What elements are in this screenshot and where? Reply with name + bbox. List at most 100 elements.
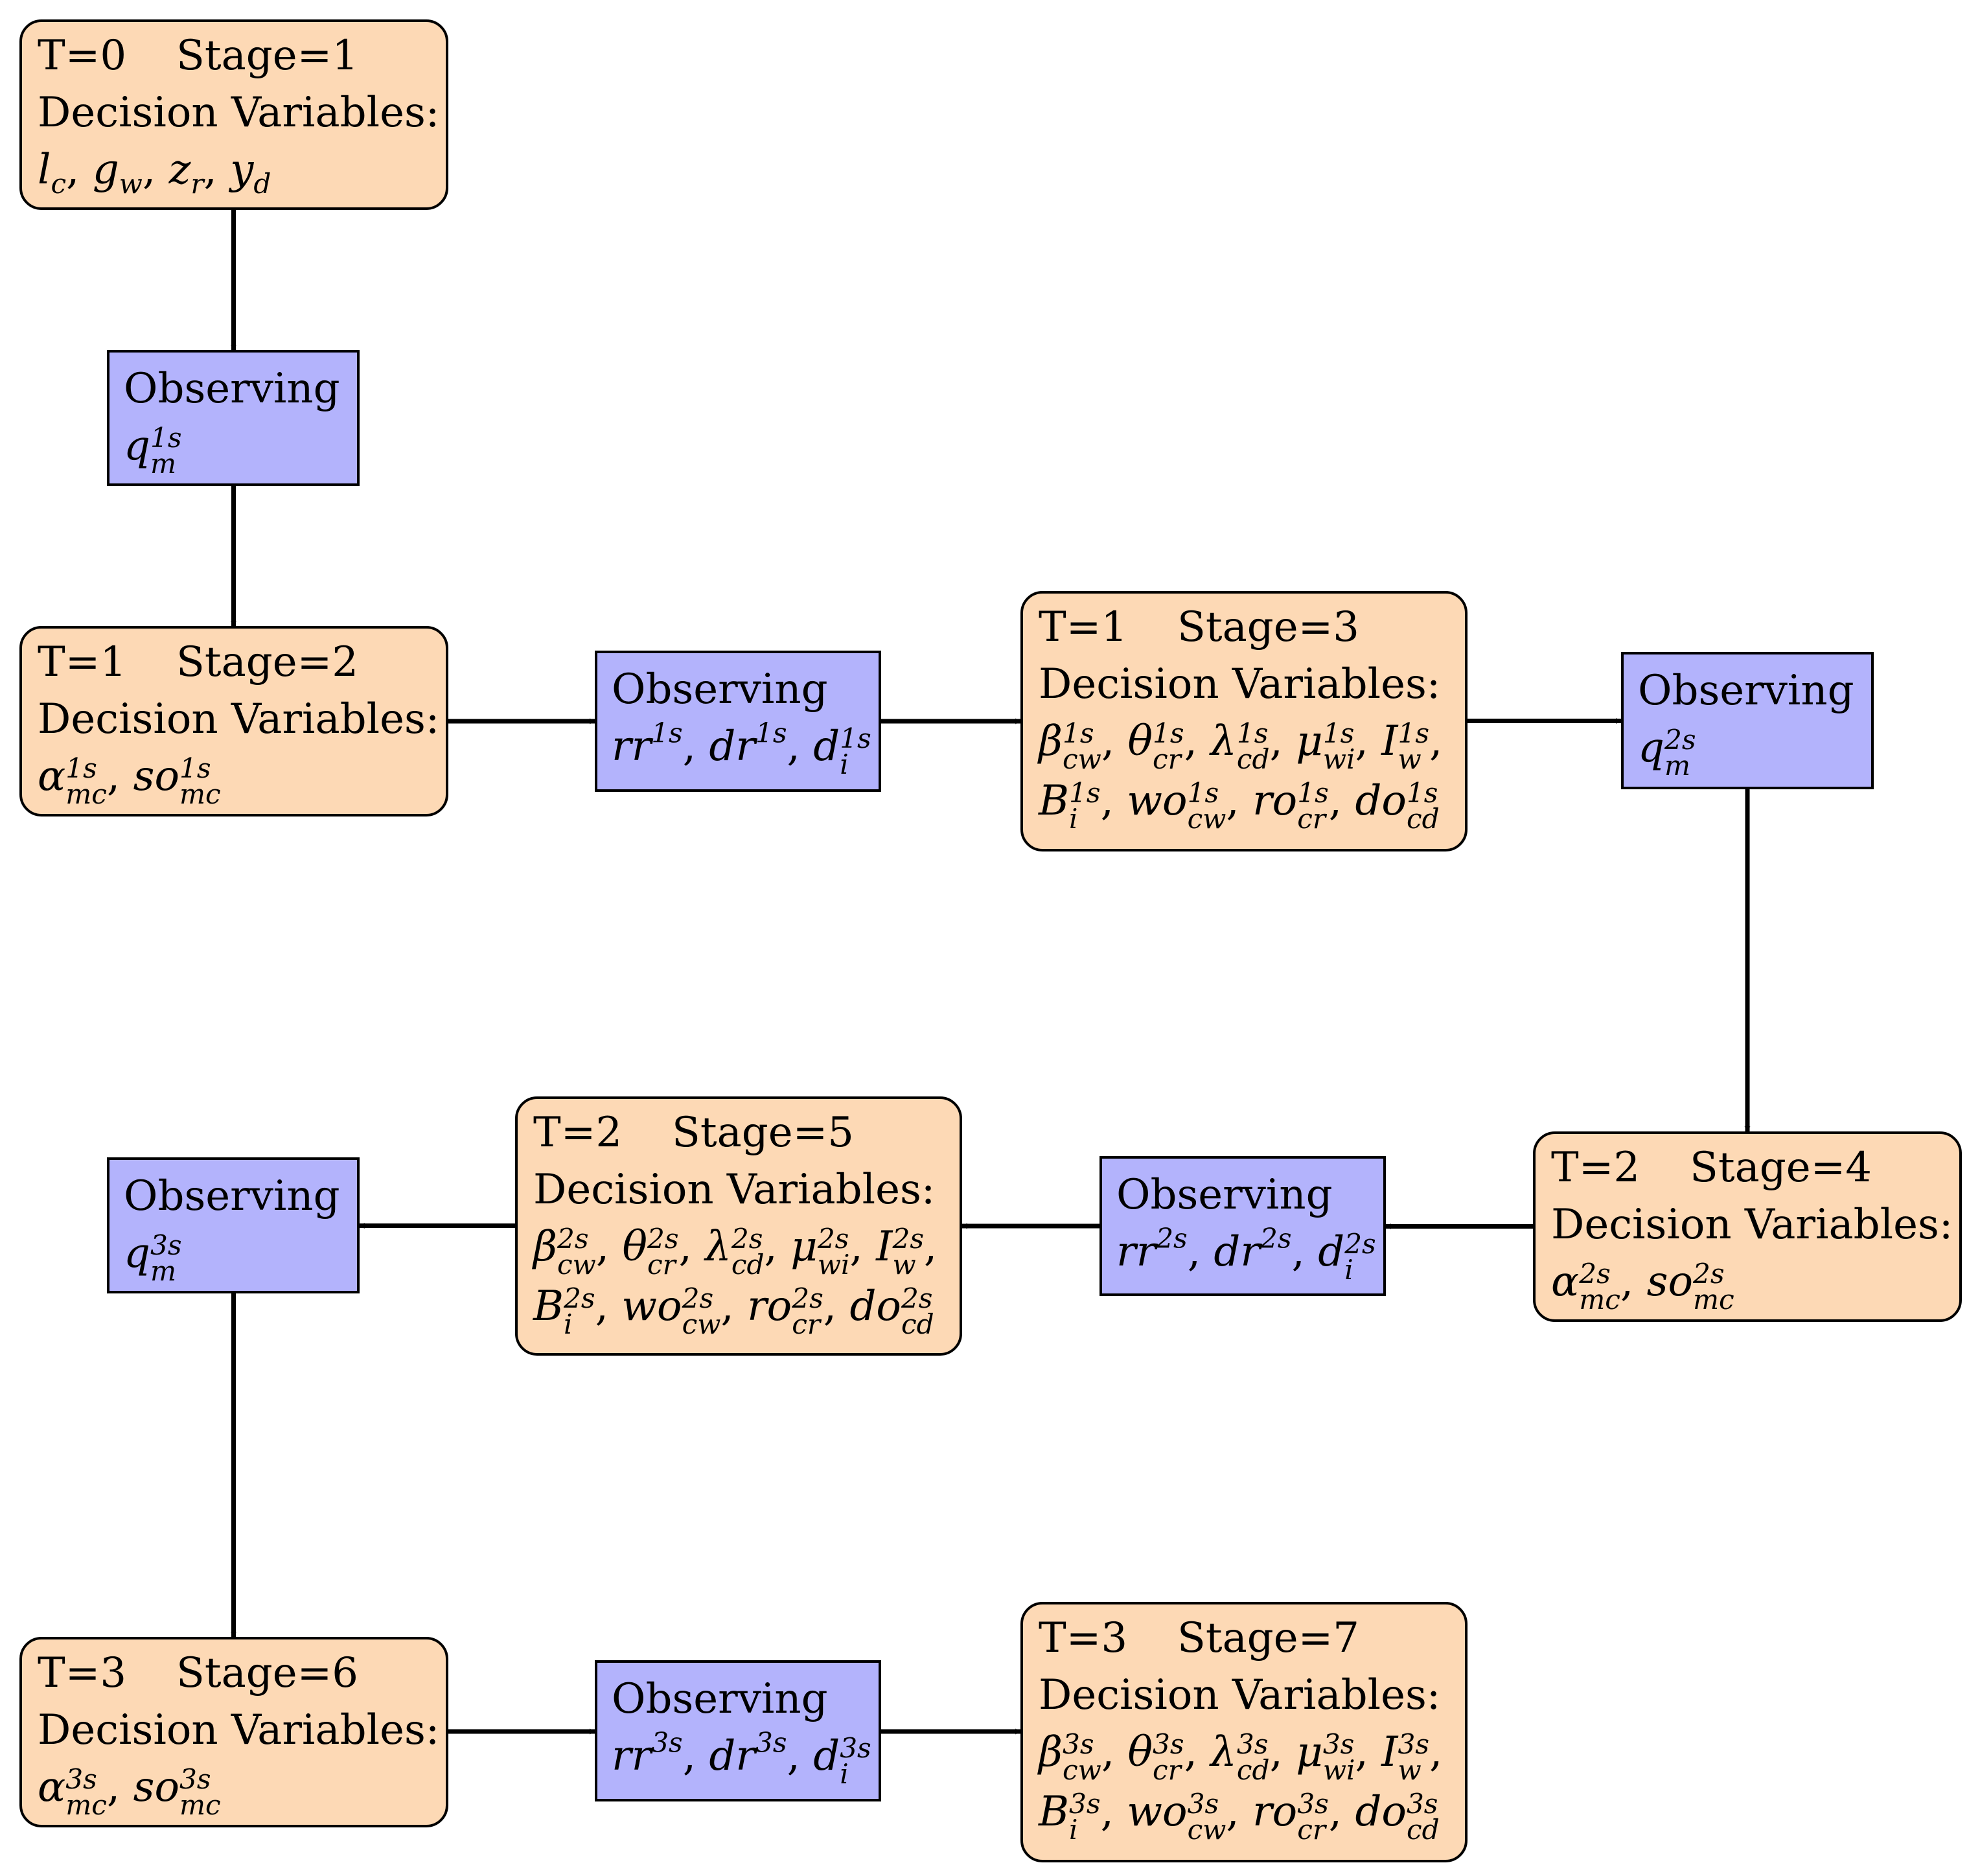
math-variable: zr <box>169 146 204 197</box>
subscript: mc <box>65 1789 107 1822</box>
time-label: T=3 <box>1039 1614 1128 1662</box>
superscript: 2s <box>1260 1222 1292 1255</box>
subscript: i <box>840 1758 849 1790</box>
superscript: 2s <box>1664 724 1696 756</box>
subscript: mc <box>65 778 107 811</box>
superscript: 1s <box>1398 717 1429 749</box>
separator: , <box>1226 777 1253 826</box>
variable-base: d <box>1318 1228 1345 1276</box>
time-label: T=3 <box>38 1649 127 1697</box>
separator: , <box>1226 1788 1253 1836</box>
subscript: cw <box>1187 803 1226 835</box>
variable-base: d <box>813 1732 840 1780</box>
separator: , <box>924 1223 938 1271</box>
subscript: cw <box>1063 743 1101 776</box>
separator: , <box>1184 1728 1211 1776</box>
subscript: i <box>1069 803 1078 835</box>
variable-base: θ <box>1127 717 1153 765</box>
variable-base: λ <box>1210 1728 1237 1776</box>
stage-label: Stage=5 <box>672 1109 854 1157</box>
subscript: i <box>564 1308 573 1341</box>
variable-base: rr <box>612 723 652 770</box>
observing-label: Observing <box>124 1172 340 1220</box>
math-variable: yd <box>230 146 271 197</box>
separator: , <box>106 752 133 800</box>
observing-label: Observing <box>124 365 340 413</box>
variable-base: d <box>813 723 840 770</box>
stage-label: Stage=4 <box>1690 1144 1872 1192</box>
variable-base: μ <box>1296 1728 1323 1776</box>
separator: , <box>787 1732 814 1780</box>
variable-base: β <box>1039 717 1063 765</box>
subscript: d <box>253 167 271 200</box>
superscript: 2s <box>557 1223 589 1255</box>
separator: , <box>203 146 231 194</box>
separator: , <box>1101 1728 1128 1776</box>
subscript: i <box>840 748 849 781</box>
superscript: 1s <box>1322 717 1355 749</box>
superscript: 1s <box>840 723 871 754</box>
subscript: cd <box>1406 803 1440 835</box>
subscript: w <box>892 1249 916 1281</box>
superscript: 1s <box>1187 777 1219 809</box>
superscript: 1s <box>1297 777 1329 809</box>
subscript: cr <box>1153 743 1181 776</box>
variable-base: dr <box>1214 1228 1260 1276</box>
superscript: 3s <box>179 1763 211 1795</box>
superscript: 1s <box>755 717 787 749</box>
subscript: w <box>1398 1754 1422 1787</box>
variable-base: I <box>1381 1728 1398 1776</box>
separator: , <box>1269 717 1296 765</box>
variable-base: B <box>1039 777 1070 826</box>
variable-base: rr <box>1116 1228 1157 1276</box>
subscript: cd <box>1236 743 1270 776</box>
subscript: wi <box>1322 743 1355 776</box>
variable-base: ro <box>1252 1788 1298 1836</box>
separator: , <box>678 1223 706 1271</box>
separator: , <box>595 1282 622 1331</box>
superscript: 2s <box>1692 1258 1725 1290</box>
superscript: 2s <box>647 1223 679 1255</box>
variable-base: ro <box>747 1282 792 1331</box>
math-variable: rr2s <box>1116 1225 1188 1276</box>
variable-base: g <box>92 146 119 194</box>
